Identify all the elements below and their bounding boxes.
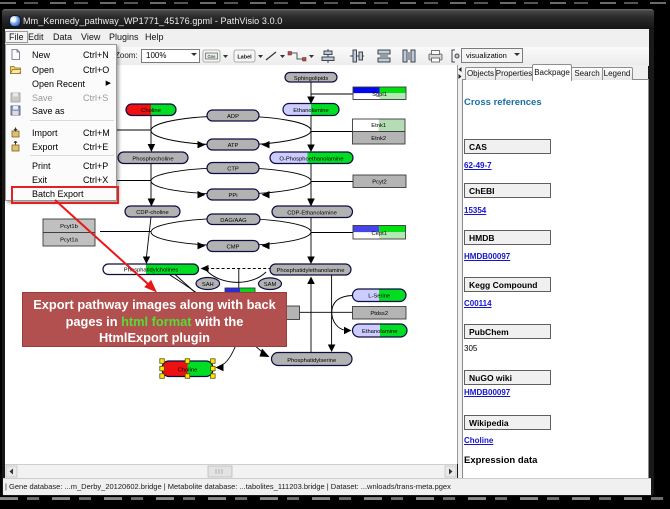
svg-text:Label: Label (237, 55, 252, 61)
svg-text:Pcyt1a: Pcyt1a (60, 238, 78, 244)
svg-text:Choline: Choline (178, 368, 198, 374)
svg-text:Phosphatidylserine: Phosphatidylserine (287, 358, 336, 364)
svg-text:Sphingolipids: Sphingolipids (294, 76, 329, 82)
svg-text:Pcyt2: Pcyt2 (372, 180, 387, 186)
svg-text:CMP: CMP (227, 245, 240, 251)
svg-text:Ethanolamine: Ethanolamine (293, 108, 328, 114)
svg-text:Cept1: Cept1 (371, 231, 386, 237)
svg-text:Phosphatidylethanolamine: Phosphatidylethanolamine (276, 268, 344, 274)
svg-text:L-Serine: L-Serine (368, 294, 390, 300)
svg-text:Ethanolamine: Ethanolamine (362, 329, 397, 335)
svg-text:CDP-choline: CDP-choline (136, 210, 169, 216)
svg-text:PPi: PPi (228, 193, 237, 199)
svg-text:ADP: ADP (227, 114, 239, 120)
svg-text:CTP: CTP (227, 167, 239, 173)
svg-text:ATP: ATP (228, 143, 239, 149)
svg-text:Gne: Gne (208, 54, 217, 59)
svg-text:Sgpl1: Sgpl1 (372, 92, 387, 98)
svg-text:Phosphocholine: Phosphocholine (132, 156, 173, 162)
svg-text:CDP-Ethanolamine: CDP-Ethanolamine (287, 210, 337, 216)
svg-text:Phosphatidylcholines: Phosphatidylcholines (124, 268, 179, 274)
svg-text:O-Phosphoethanolamine: O-Phosphoethanolamine (279, 156, 343, 162)
svg-text:Ptdss2: Ptdss2 (370, 311, 388, 317)
svg-text:SAH: SAH (202, 282, 214, 288)
svg-text:DAG/AAG: DAG/AAG (220, 218, 247, 224)
svg-text:Etnk1: Etnk1 (371, 123, 386, 129)
svg-text:Choline: Choline (141, 108, 161, 114)
svg-text:Pcyt1b: Pcyt1b (60, 224, 78, 230)
svg-text:SAM: SAM (264, 282, 277, 288)
svg-text:Etnk2: Etnk2 (371, 136, 386, 142)
